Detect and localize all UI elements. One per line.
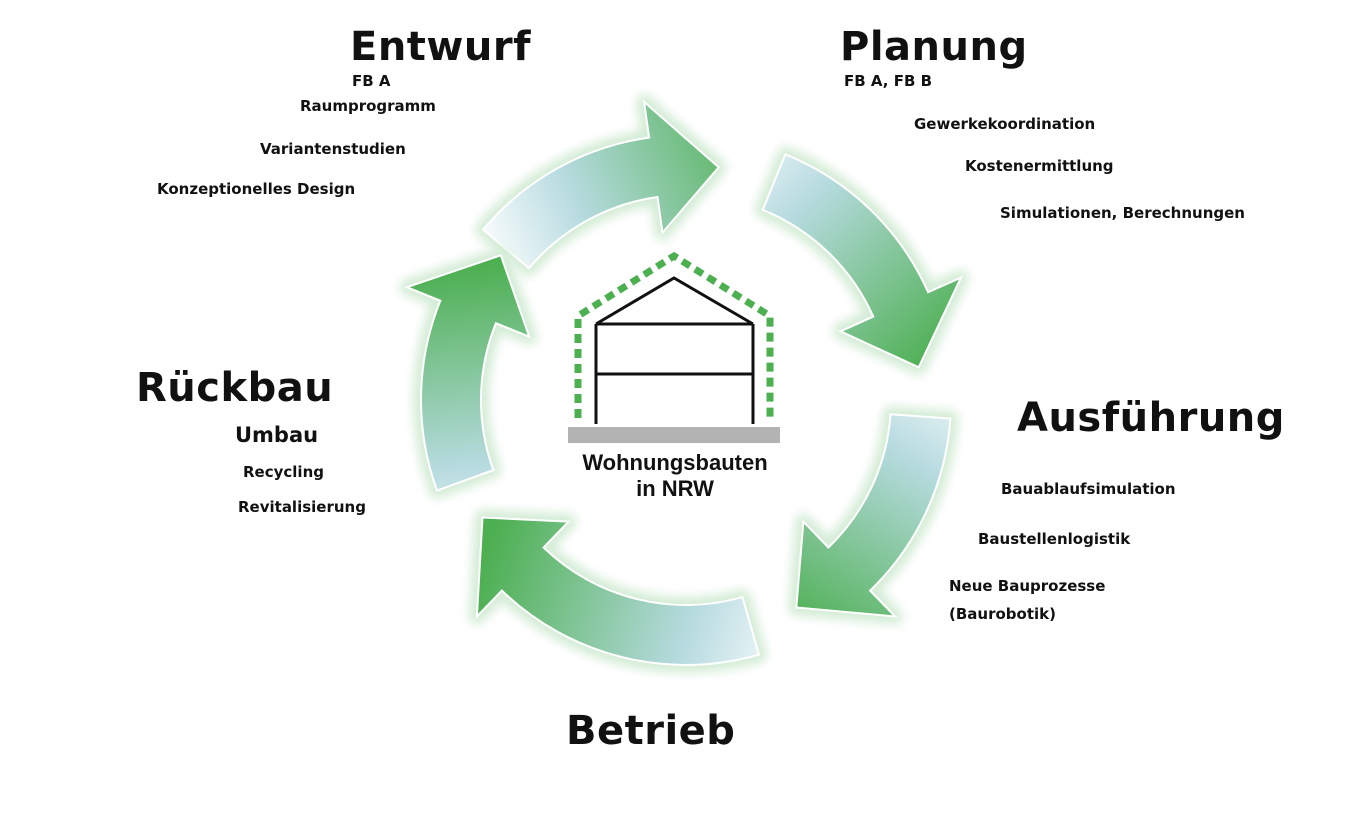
ausfuehrung-item-neue-bauprozesse: Neue Bauprozesse xyxy=(949,577,1106,595)
arrow-planung xyxy=(761,152,964,369)
ausfuehrung-item-bauablaufsimulation: Bauablaufsimulation xyxy=(1001,480,1176,498)
phase-title-planung: Planung xyxy=(840,24,1028,70)
phase-tag-entwurf: FB A xyxy=(352,72,391,90)
arrow-betrieb xyxy=(475,516,761,666)
phase-tag-planung: FB A, FB B xyxy=(844,72,933,90)
rueckbau-item-umbau: Umbau xyxy=(235,423,319,447)
planung-item-gewerkekoordination: Gewerkekoordination xyxy=(914,115,1096,133)
arrow-rueckbau xyxy=(404,254,531,492)
arrow-entwurf xyxy=(481,99,721,270)
ausfuehrung-item-baurobotik: (Baurobotik) xyxy=(949,605,1056,623)
center-label-line1: Wohnungsbauten xyxy=(582,450,768,475)
planung-item-simulationen: Simulationen, Berechnungen xyxy=(1000,204,1245,222)
center-label-line2: in NRW xyxy=(636,476,714,502)
house-icon xyxy=(568,251,780,443)
house-insulation-outline xyxy=(574,251,774,418)
phase-title-betrieb: Betrieb xyxy=(566,708,736,754)
entwurf-item-variantenstudien: Variantenstudien xyxy=(260,140,406,158)
ausfuehrung-item-baustellenlogistik: Baustellenlogistik xyxy=(978,530,1131,548)
center-label: Wohnungsbauten in NRW xyxy=(540,450,810,503)
planung-item-kostenermittlung: Kostenermittlung xyxy=(965,157,1114,175)
house-roof xyxy=(595,276,754,326)
arrow-ausfuehrung xyxy=(795,413,952,618)
rueckbau-item-recycling: Recycling xyxy=(243,463,324,481)
phase-title-ausfuehrung: Ausführung xyxy=(1017,395,1285,441)
phase-title-rueckbau: Rückbau xyxy=(136,365,334,411)
entwurf-item-konzeptionelles-design: Konzeptionelles Design xyxy=(157,180,356,198)
phase-title-entwurf: Entwurf xyxy=(350,24,531,70)
rueckbau-item-revitalisierung: Revitalisierung xyxy=(238,498,366,516)
house-ground xyxy=(568,427,780,443)
entwurf-item-raumprogramm: Raumprogramm xyxy=(300,97,436,115)
